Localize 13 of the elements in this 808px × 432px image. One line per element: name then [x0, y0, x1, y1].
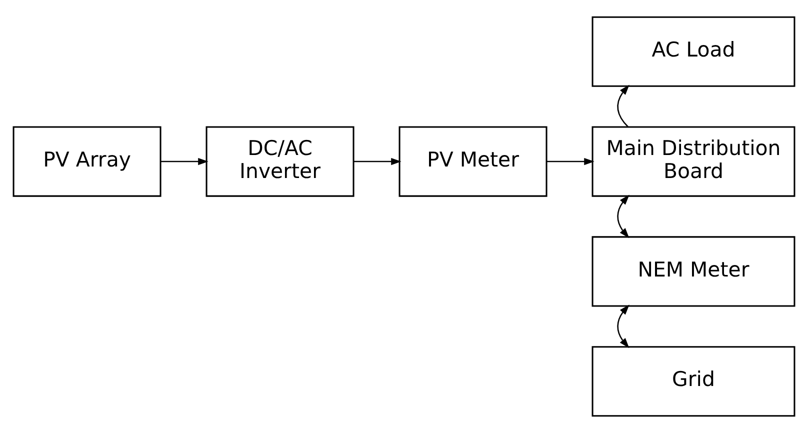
- arrow: [354, 157, 402, 165]
- arrow: [617, 304, 630, 348]
- arrow: [546, 157, 594, 165]
- node-box: AC Load: [592, 16, 796, 86]
- arrow: [617, 84, 630, 127]
- arrow: [160, 157, 208, 165]
- node-box: DC/AC Inverter: [206, 126, 354, 196]
- node-box: Main Distribution Board: [592, 126, 796, 196]
- arrow: [617, 194, 630, 238]
- node-box: PV Array: [12, 126, 162, 196]
- node-box: Grid: [592, 346, 796, 416]
- node-box: NEM Meter: [592, 236, 796, 306]
- node-box: PV Meter: [398, 126, 548, 196]
